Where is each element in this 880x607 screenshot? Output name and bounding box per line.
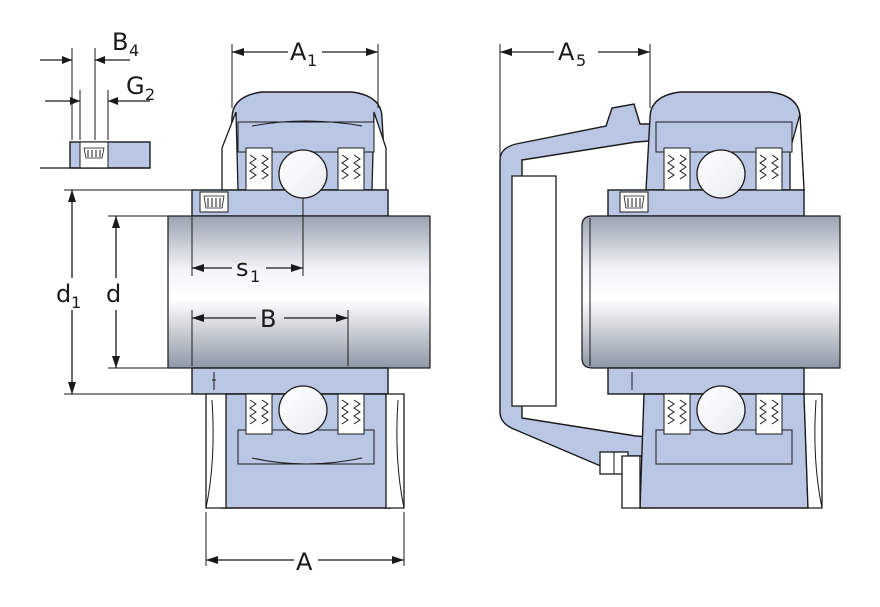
set-screw-detail <box>40 48 151 169</box>
lower-seal-right <box>337 393 365 435</box>
dim-a-label: A <box>296 548 313 576</box>
upper-ball <box>278 149 328 199</box>
dim-d <box>108 215 168 369</box>
upper-seal-left <box>245 147 273 191</box>
right-shaft <box>581 215 841 369</box>
left-bearing-unit <box>167 91 431 509</box>
right-bearing-unit <box>499 91 841 509</box>
dim-a5-label: A <box>558 38 575 66</box>
dim-d1-label: d <box>56 280 71 308</box>
dim-b4-label: B <box>112 28 128 56</box>
dim-a <box>205 512 405 566</box>
dim-g2-label: G <box>126 72 145 100</box>
left-shaft <box>167 215 431 369</box>
dim-a1-label: A <box>290 38 307 66</box>
dim-d1-subscript: 1 <box>71 293 81 312</box>
right-lower-seal-right <box>755 393 783 435</box>
lower-seal-left <box>245 393 273 435</box>
end-cap <box>499 103 665 471</box>
dim-g2-subscript: 2 <box>145 85 155 104</box>
dim-d1 <box>64 189 192 395</box>
dim-s1-label: s <box>236 254 249 282</box>
dim-b-label: B <box>260 305 276 333</box>
dim-a1-subscript: 1 <box>307 51 317 70</box>
dim-a5 <box>499 44 651 156</box>
dim-s1 <box>191 198 304 276</box>
dim-s1-subscript: 1 <box>250 267 260 286</box>
dim-d-label: d <box>106 280 121 308</box>
dim-b4-subscript: 4 <box>129 41 139 60</box>
right-upper-seal-left <box>663 147 691 191</box>
lower-ball <box>278 385 328 435</box>
right-lower-seal-left <box>663 393 691 435</box>
dim-a1 <box>231 44 379 108</box>
dim-a5-subscript: 5 <box>576 51 586 70</box>
right-upper-seal-right <box>755 147 783 191</box>
dim-b <box>191 310 349 366</box>
upper-seal-right <box>337 147 365 191</box>
